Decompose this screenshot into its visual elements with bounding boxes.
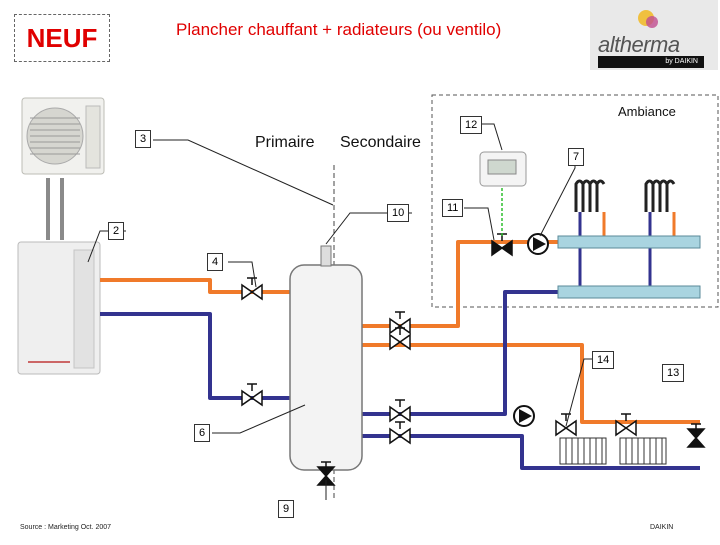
indoor-unit [17, 241, 101, 375]
valve-secondary-3 [389, 399, 411, 423]
underfloor-coils [574, 179, 676, 292]
callout-4: 4 [207, 253, 224, 271]
supply-collector [557, 235, 701, 249]
circulator-pump-floor [527, 233, 549, 255]
valve-secondary-4 [389, 421, 411, 445]
logo-tagline: by DAIKIN [598, 56, 704, 68]
callout-6: 6 [194, 424, 211, 442]
callout-10: 10 [387, 204, 410, 222]
logo-wordmark: altherma [598, 32, 680, 57]
valve-radiator-loop [686, 423, 706, 448]
buffer-tank [289, 245, 363, 480]
callout-13: 13 [662, 364, 685, 382]
ambiance-zone [431, 94, 719, 308]
callout-14: 14 [592, 351, 615, 369]
drain-valve [316, 461, 336, 486]
callout-3: 3 [135, 130, 152, 148]
radiator-valve-1 [555, 413, 577, 437]
valve-primary-supply [241, 277, 263, 301]
footer-brand: DAIKIN [650, 524, 674, 531]
callout-11: 11 [442, 199, 464, 217]
valve-primary-return [241, 383, 263, 407]
new-badge: NEUF [14, 14, 110, 62]
coil-1 [574, 179, 606, 212]
brand-logo: altherma by DAIKIN [590, 0, 718, 70]
radiator-2 [619, 437, 667, 465]
mixing-valve [491, 233, 513, 257]
valves [241, 233, 706, 486]
return-collector [557, 285, 701, 299]
logo-sun-icon [638, 10, 658, 28]
secondary-label: Secondaire [340, 134, 421, 151]
radiator-1 [559, 437, 607, 465]
room-thermostat [479, 151, 527, 187]
coil-2 [644, 179, 676, 212]
radiator-valve-2 [615, 413, 637, 437]
source-note: Source : Marketing Oct. 2007 [20, 524, 112, 531]
ambiance-label: Ambiance [618, 104, 676, 119]
circulator-pump-radiators [513, 405, 535, 427]
callout-12: 12 [460, 116, 483, 134]
callout-7: 7 [568, 148, 585, 166]
callout-2: 2 [108, 222, 125, 240]
primary-label: Primaire [255, 134, 315, 151]
callout-9: 9 [278, 500, 295, 518]
valve-secondary-2 [389, 327, 411, 351]
refrigerant-pipes [46, 178, 64, 240]
page-title: Plancher chauffant + radiateurs (ou vent… [176, 20, 502, 39]
outdoor-unit [21, 97, 105, 175]
